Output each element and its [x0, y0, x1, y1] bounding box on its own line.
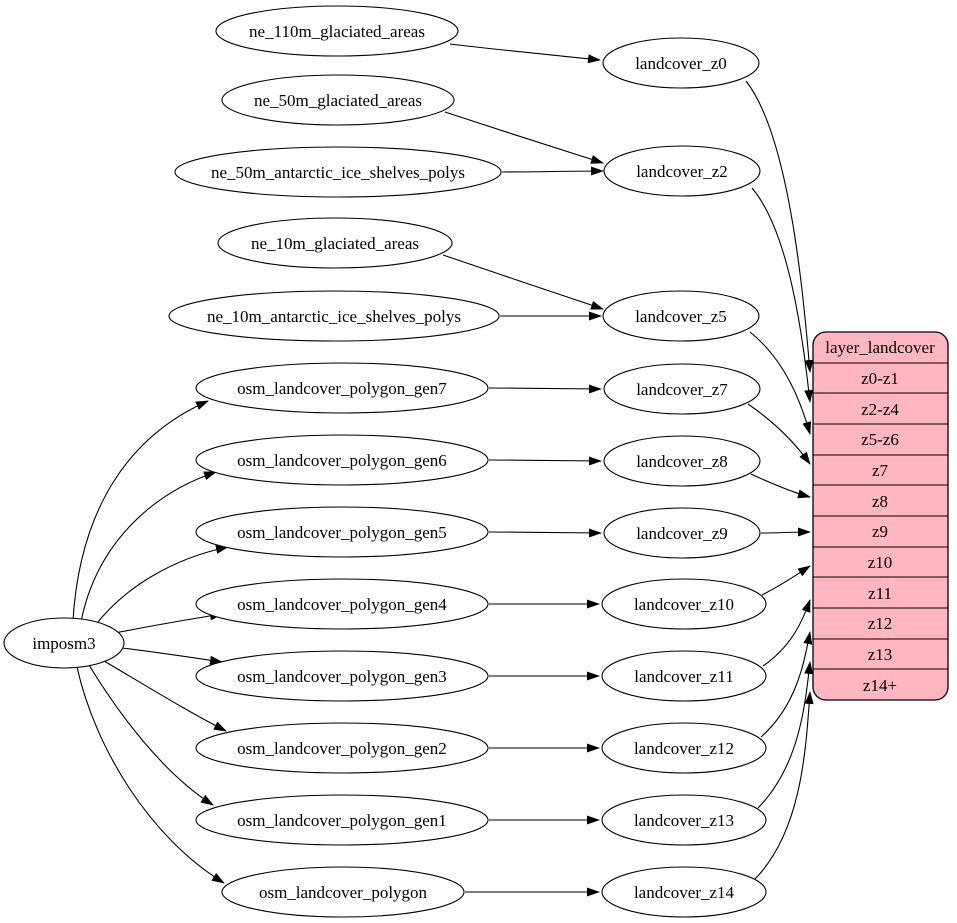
- node-landcover-z8: landcover_z8: [603, 435, 761, 487]
- edge-imposm3-gen3: [121, 647, 223, 665]
- node-osm-landcover-polygon-gen6: osm_landcover_polygon_gen6: [195, 434, 489, 486]
- node-osm-landcover-polygon-gen6-label: osm_landcover_polygon_gen6: [237, 451, 447, 470]
- node-osm-landcover-polygon-gen2-label: osm_landcover_polygon_gen2: [237, 739, 447, 758]
- node-landcover-z12-label: landcover_z12: [634, 739, 734, 758]
- node-landcover-z11-label: landcover_z11: [634, 667, 733, 686]
- table-title: layer_landcover: [825, 338, 935, 357]
- node-landcover-z10-label: landcover_z10: [634, 595, 734, 614]
- node-imposm3-label: imposm3: [32, 634, 95, 653]
- node-ne-110m-glaciated-areas: ne_110m_glaciated_areas: [215, 5, 459, 57]
- edge-z12-row: [760, 631, 813, 738]
- node-ne-50m-antarctic-ice-shelves-polys-label: ne_50m_antarctic_ice_shelves_polys: [211, 163, 465, 182]
- edge-gen5-z9: [488, 528, 602, 538]
- node-landcover-z5: landcover_z5: [602, 290, 760, 342]
- node-ne-50m-glaciated-areas: ne_50m_glaciated_areas: [221, 74, 455, 126]
- edge-imposm3-gen1: [88, 664, 214, 806]
- edge-z10-row: [761, 565, 811, 596]
- node-landcover-z12: landcover_z12: [601, 722, 767, 774]
- node-osm-landcover-polygon-gen1-label: osm_landcover_polygon_gen1: [237, 811, 447, 830]
- edge-imposm3-gen2: [103, 660, 227, 732]
- layer-landcover-table: layer_landcover z0-z1 z2-z4 z5-z6 z7 z8 …: [812, 331, 949, 701]
- edge-z11-row: [762, 599, 811, 667]
- table-row-z10: z10: [868, 553, 893, 572]
- table-row-z5-z6: z5-z6: [861, 430, 899, 449]
- table-row-z11: z11: [868, 584, 892, 603]
- table-row-z0-z1: z0-z1: [861, 369, 899, 388]
- node-osm-landcover-polygon-gen2: osm_landcover_polygon_gen2: [195, 722, 489, 774]
- node-landcover-z9-label: landcover_z9: [636, 524, 728, 543]
- edge-ne10mg-z5: [442, 254, 604, 310]
- edge-gen7-z7: [488, 384, 602, 394]
- edge-imposm3-gen5: [93, 545, 229, 628]
- node-landcover-z10: landcover_z10: [601, 578, 767, 630]
- node-landcover-z13-label: landcover_z13: [634, 811, 734, 830]
- edge-ne110m-z0: [449, 43, 601, 64]
- node-ne-50m-antarctic-ice-shelves-polys: ne_50m_antarctic_ice_shelves_polys: [174, 146, 502, 198]
- node-osm-landcover-polygon-gen5-label: osm_landcover_polygon_gen5: [237, 523, 447, 542]
- table-row-z14plus: z14+: [863, 676, 897, 695]
- node-ne-10m-antarctic-ice-shelves-polys: ne_10m_antarctic_ice_shelves_polys: [168, 290, 500, 342]
- node-landcover-z2-label: landcover_z2: [636, 162, 728, 181]
- edge-z7-row: [747, 403, 811, 465]
- node-landcover-z14: landcover_z14: [601, 866, 767, 918]
- node-osm-landcover-polygon-gen5: osm_landcover_polygon_gen5: [195, 506, 489, 558]
- table-row-z12: z12: [868, 614, 893, 633]
- node-osm-landcover-polygon-gen7-label: osm_landcover_polygon_gen7: [237, 379, 447, 398]
- node-landcover-z2: landcover_z2: [603, 145, 761, 197]
- node-ne-110m-glaciated-areas-label: ne_110m_glaciated_areas: [249, 22, 425, 41]
- edge-z14-row: [754, 691, 814, 880]
- edge-z9-row: [760, 527, 811, 537]
- table-row-z13: z13: [868, 645, 893, 664]
- edge-imposm3-polygon: [76, 666, 225, 884]
- edge-ne50mg-z2: [444, 111, 604, 164]
- node-landcover-z0-label: landcover_z0: [635, 54, 727, 73]
- table-row-z7: z7: [872, 461, 889, 480]
- node-osm-landcover-polygon-label: osm_landcover_polygon: [259, 883, 428, 902]
- node-group: imposm3 ne_110m_glaciated_areas ne_50m_g…: [3, 5, 767, 918]
- edge-gen6-z8: [488, 456, 602, 466]
- node-imposm3: imposm3: [3, 617, 125, 669]
- node-osm-landcover-polygon-gen7: osm_landcover_polygon_gen7: [195, 362, 489, 414]
- node-osm-landcover-polygon: osm_landcover_polygon: [221, 866, 465, 918]
- edge-z5-row: [749, 331, 812, 435]
- table-row-z9: z9: [872, 522, 888, 541]
- node-landcover-z11: landcover_z11: [601, 650, 767, 702]
- node-landcover-z13: landcover_z13: [601, 794, 767, 846]
- node-ne-50m-glaciated-areas-label: ne_50m_glaciated_areas: [254, 91, 422, 110]
- edge-group: [72, 43, 814, 897]
- node-osm-landcover-polygon-gen4-label: osm_landcover_polygon_gen4: [237, 595, 447, 614]
- edge-z0-row: [745, 80, 814, 373]
- node-landcover-z5-label: landcover_z5: [635, 307, 727, 326]
- node-landcover-z9: landcover_z9: [603, 507, 761, 559]
- node-landcover-z8-label: landcover_z8: [636, 452, 728, 471]
- node-landcover-z7: landcover_z7: [603, 363, 761, 415]
- node-landcover-z7-label: landcover_z7: [636, 380, 728, 399]
- node-osm-landcover-polygon-gen3: osm_landcover_polygon_gen3: [195, 650, 489, 702]
- node-osm-landcover-polygon-gen1: osm_landcover_polygon_gen1: [195, 794, 489, 846]
- edge-imposm3-gen4: [114, 611, 223, 634]
- edge-imposm3-gen6: [80, 471, 217, 623]
- node-landcover-z14-label: landcover_z14: [634, 883, 735, 902]
- node-landcover-z0: landcover_z0: [602, 37, 760, 89]
- edge-z13-row: [757, 661, 814, 809]
- node-osm-landcover-polygon-gen3-label: osm_landcover_polygon_gen3: [237, 667, 447, 686]
- node-ne-10m-antarctic-ice-shelves-polys-label: ne_10m_antarctic_ice_shelves_polys: [207, 307, 461, 326]
- node-ne-10m-glaciated-areas-label: ne_10m_glaciated_areas: [251, 234, 419, 253]
- edge-z2-row: [751, 187, 814, 403]
- table-row-z2-z4: z2-z4: [861, 400, 899, 419]
- node-ne-10m-glaciated-areas: ne_10m_glaciated_areas: [217, 217, 453, 269]
- table-row-z8: z8: [872, 492, 888, 511]
- edge-ne50ma-z2: [501, 166, 604, 176]
- edge-z8-row: [750, 473, 811, 499]
- node-osm-landcover-polygon-gen4: osm_landcover_polygon_gen4: [195, 578, 489, 630]
- edge-imposm3-gen7: [72, 400, 209, 621]
